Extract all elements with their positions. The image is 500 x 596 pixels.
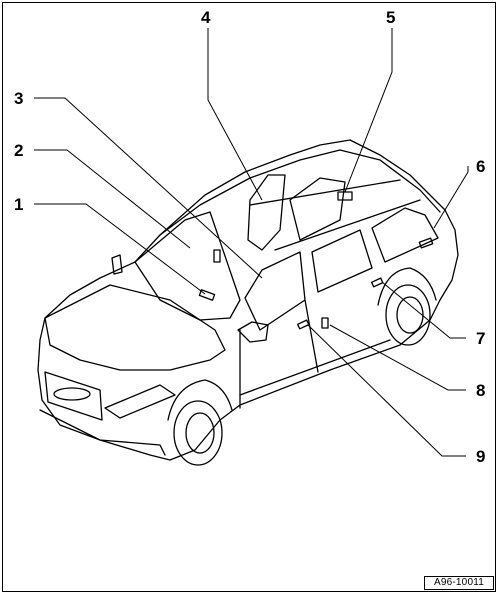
roof-rail-front (274, 199, 421, 251)
callout-8: 8 (476, 381, 485, 400)
hood (44, 284, 226, 371)
reference-code: A96-10011 (424, 576, 494, 590)
windshield (134, 211, 241, 321)
front-side-window (244, 251, 306, 331)
component-5-marker (337, 191, 353, 201)
component-7-marker (370, 277, 384, 288)
side-mirror (237, 321, 269, 343)
front-wheel (173, 400, 223, 466)
component-9-marker (296, 319, 310, 330)
callout-4: 4 (201, 8, 211, 27)
callout-2: 2 (14, 141, 23, 160)
callout-7: 7 (476, 329, 485, 348)
callout-5: 5 (386, 8, 395, 27)
rear-wheel-arch (377, 267, 437, 306)
callout-9: 9 (476, 447, 485, 466)
component-2-marker (213, 249, 221, 263)
component-6-marker (418, 237, 434, 249)
callout-3: 3 (14, 89, 23, 108)
rear-wheel (385, 284, 431, 346)
leader-line-1 (34, 203, 206, 295)
rear-seat (289, 177, 346, 241)
front-wheel-rim (185, 412, 215, 454)
car-body-outline (37, 139, 459, 461)
leader-line-8 (329, 324, 466, 391)
callout-6: 6 (476, 157, 485, 176)
rear-wheel-rim (396, 296, 424, 334)
leader-line-4 (207, 28, 263, 201)
quarter-window (371, 207, 439, 263)
badge-rings (53, 387, 91, 401)
front-bumper (39, 409, 166, 456)
leader-line-5 (344, 28, 393, 193)
leader-line-2 (34, 149, 191, 249)
headlight (104, 384, 176, 419)
leader-line-7 (381, 281, 466, 339)
roof-rail-top (249, 179, 401, 206)
roof-line (159, 149, 441, 236)
front-wheel-arch (167, 379, 233, 421)
sill-line (239, 339, 391, 396)
front-seat (247, 174, 286, 251)
passenger-mirror (111, 254, 123, 275)
leader-line-9 (307, 324, 466, 457)
component-8-marker (321, 317, 329, 329)
rear-side-window (311, 229, 373, 293)
leader-line-6 (433, 166, 469, 229)
front-grille (44, 371, 103, 421)
callout-1: 1 (14, 195, 23, 214)
leader-line-3 (34, 97, 263, 279)
front-door-line (304, 299, 319, 373)
component-1-marker (198, 289, 216, 301)
